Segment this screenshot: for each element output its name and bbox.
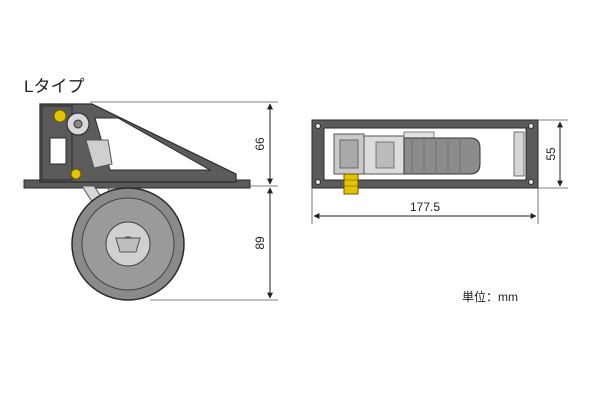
bracket-cutout xyxy=(94,117,212,171)
yellow-pivot xyxy=(53,109,67,123)
bolt-icon xyxy=(315,123,321,129)
yellow-gear xyxy=(343,173,359,195)
bolt-icon xyxy=(528,179,534,185)
top-view: 55 177.5 xyxy=(311,119,568,224)
dim-label-89: 89 xyxy=(253,236,267,250)
bolt-icon xyxy=(528,123,534,129)
upper-link xyxy=(85,139,113,169)
end-block xyxy=(513,131,525,177)
bolt-icon xyxy=(315,179,321,185)
dim-label-177-5: 177.5 xyxy=(410,200,440,214)
unit-label: 単位：mm xyxy=(462,289,518,304)
gear-drum-center xyxy=(73,119,83,129)
strut-detail xyxy=(375,141,395,169)
side-view: 66 89 xyxy=(23,101,278,301)
dim-label-55: 55 xyxy=(544,147,558,161)
yellow-knob xyxy=(70,168,82,180)
post-window xyxy=(49,137,67,165)
wheel-top xyxy=(403,137,481,175)
title-label: Lタイプ xyxy=(24,77,84,96)
mechanism-inner xyxy=(339,139,359,169)
dim-label-66: 66 xyxy=(253,137,267,151)
wheel-fork xyxy=(115,237,141,253)
